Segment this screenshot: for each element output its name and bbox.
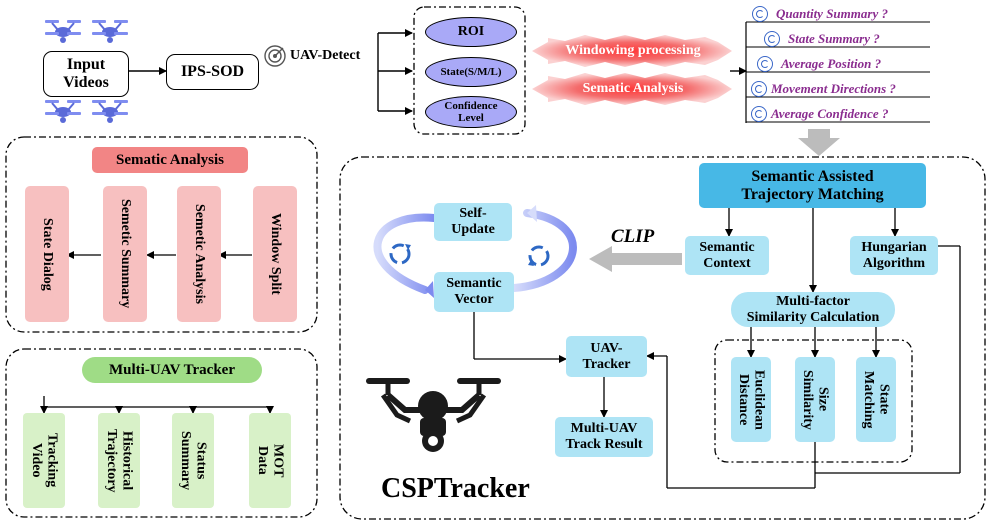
roi-oval: ROI	[425, 17, 517, 47]
track-result-label-1: Multi-UAV	[570, 421, 638, 437]
self-update-label-2: Update	[451, 222, 495, 237]
question-2: State Summary ?	[788, 31, 880, 46]
state-label: State(S/M/L)	[440, 65, 502, 78]
window-split-box: Window Split	[253, 186, 297, 322]
roi-label: ROI	[457, 24, 485, 40]
csptracker-brand: CSPTracker	[381, 473, 530, 504]
question-3: Average Position ?	[781, 56, 882, 71]
uav-tracker-label-2: Tracker	[582, 356, 631, 372]
self-update-box: Self-Update	[434, 203, 512, 241]
state-matching-label-1: State	[876, 384, 892, 415]
drone-icon	[45, 100, 81, 123]
input-label-1: Input	[66, 56, 106, 74]
uav-tracker-box: UAV-Tracker	[566, 336, 647, 377]
multifactor-label-1: Multi-factor	[776, 293, 850, 309]
question-5: Average Confidence ?	[771, 106, 889, 121]
uav-detect-label: UAV-Detect	[290, 48, 361, 63]
status-summary-label-1: Status	[193, 441, 209, 480]
uav-tracker-label-1: UAV-	[590, 340, 623, 356]
semantic-context-label-1: Semantic	[699, 239, 755, 255]
mot-data-label-1: MOT	[270, 443, 286, 478]
confidence-label-2: Level	[458, 112, 484, 124]
radar-icon	[264, 45, 286, 67]
historical-trajectory-label-2: Trajectory	[104, 428, 119, 493]
refresh-icon-right	[528, 245, 550, 267]
semantic-vector-label-1: Semantic	[446, 276, 502, 292]
tracker-panel-frame	[5, 348, 318, 518]
clip-label: CLIP	[611, 226, 655, 247]
status-summary-label-2: Summary	[178, 430, 193, 491]
windowing-label: Windowing processing	[565, 43, 701, 59]
drone-logo-icon	[366, 378, 501, 452]
state-matching-label-2: Matching	[861, 370, 876, 429]
confidence-label-1: Confidence	[444, 99, 498, 112]
state-oval: State(S/M/L)	[425, 57, 517, 87]
hungarian-label-2: Algorithm	[862, 255, 926, 271]
input-label-2: Videos	[63, 74, 109, 91]
sematic-banner	[532, 73, 732, 105]
size-similarity-label-2: Similarity	[800, 369, 815, 430]
matching-label-2: Trajectory Matching	[741, 185, 884, 203]
state-dialog-box: State Dialog	[25, 186, 69, 322]
csp-panel-frame	[339, 156, 986, 520]
historical-trajectory-label-1: Historical	[119, 430, 135, 491]
semetic-analysis-box: Semetic Analysis	[177, 186, 221, 322]
factor-group-frame	[714, 339, 913, 463]
semantic-vector-label-2: Vector	[454, 292, 494, 307]
semantic-panel-title: Sematic Analysis	[92, 147, 248, 173]
down-arrow	[798, 129, 840, 156]
question-bubble-icon	[764, 31, 780, 47]
size-similarity-label-1: Size	[815, 387, 831, 412]
semetic-summary-box: Semetic Summary	[103, 186, 147, 322]
windowing-banner	[532, 35, 732, 67]
clip-arrow	[589, 246, 682, 272]
ips-sod-label: IPS-SOD	[180, 63, 245, 81]
roi-group-frame	[413, 6, 526, 135]
question-bubble-icon	[757, 56, 773, 72]
track-result-label-2: Track Result	[565, 437, 643, 452]
question-1: Quantity Summary ?	[776, 6, 888, 21]
drone-icon	[92, 20, 128, 43]
drone-icon	[92, 100, 128, 123]
ips-sod-box: IPS-SOD	[166, 54, 259, 90]
question-4: Movement Directions ?	[771, 81, 896, 96]
tracking-video-label-2: Video	[29, 443, 44, 478]
mot-data-label-2: Data	[255, 446, 270, 475]
question-bubble-icon	[752, 6, 768, 22]
matching-label-1: Semantic Assisted	[751, 167, 874, 185]
multifactor-label-2: Similarity Calculation	[746, 309, 880, 325]
question-bubble-icon	[751, 106, 767, 122]
euclidean-label-1: Euclidean	[751, 369, 767, 430]
tracker-panel-title: Multi-UAV Tracker	[82, 357, 262, 383]
sematic-processing-label: Sematic Analysis	[582, 81, 684, 97]
drone-icon	[45, 20, 81, 43]
euclidean-label-2: Distance	[736, 373, 751, 426]
refresh-icon-left	[389, 243, 411, 265]
hungarian-label-1: Hungarian	[861, 239, 927, 255]
semantic-panel-frame	[5, 136, 318, 333]
self-update-label-1: Self-	[459, 206, 487, 222]
tracking-video-label-1: Tracking	[44, 433, 60, 488]
semantic-context-label-2: Context	[703, 255, 751, 271]
question-bubble-icon	[751, 81, 767, 97]
